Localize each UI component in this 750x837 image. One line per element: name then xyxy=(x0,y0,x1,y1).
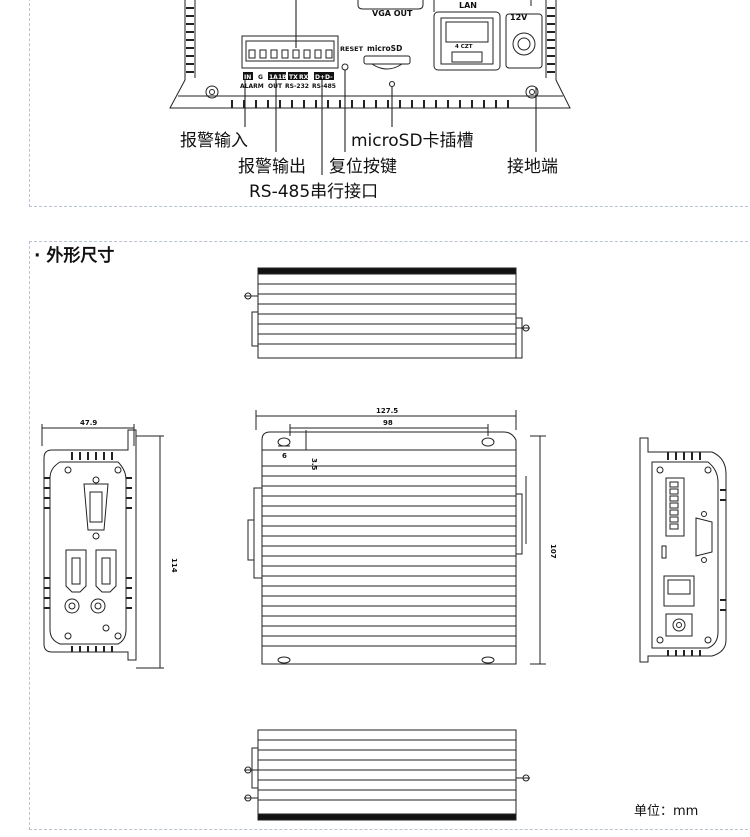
dimensions-panel-box xyxy=(29,241,750,830)
terminal-rx: RX xyxy=(299,74,309,81)
terminal-1a: 1A xyxy=(269,74,278,81)
power-label: 12V xyxy=(510,13,528,22)
dim-top-length: 127.5 xyxy=(376,407,398,415)
side-view-right xyxy=(639,437,727,663)
dim-side-height: 114 xyxy=(170,558,178,573)
bottom-strip-view xyxy=(244,729,530,821)
ports-panel-box xyxy=(29,0,750,207)
group-rs232: RS-232 xyxy=(285,83,309,90)
dim-top-inner: 98 xyxy=(383,419,393,427)
dim-top-depth: 107 xyxy=(549,544,557,559)
dim-hole-offset-y: 3.5 xyxy=(310,458,318,471)
lan-chip-label: 4 CZT xyxy=(455,44,473,50)
terminal-tx: TX xyxy=(289,74,298,81)
terminal-d-minus: D- xyxy=(325,74,333,81)
reset-label: RESET xyxy=(340,45,364,53)
dim-hole-offset-x: 6 xyxy=(282,452,287,460)
group-rs485: RS-485 xyxy=(312,83,336,90)
callout-reset-key: 复位按键 xyxy=(329,157,397,177)
top-strip-view xyxy=(244,267,530,359)
group-out: OUT xyxy=(268,83,283,90)
callout-ground: 接地端 xyxy=(507,157,558,177)
terminal-g: G xyxy=(258,74,263,81)
terminal-in: IN xyxy=(244,74,251,81)
side-view-left xyxy=(41,424,164,669)
rear-panel-view xyxy=(169,0,571,175)
callout-alarm-out: 报警输出 xyxy=(238,157,306,177)
section-title: · 外形尺寸 xyxy=(34,246,115,266)
callout-microsd-slot: microSD卡插槽 xyxy=(351,131,474,151)
microsd-label: microSD xyxy=(367,44,402,53)
callout-rs485: RS-485串行接口 xyxy=(249,182,379,202)
lan-label: LAN xyxy=(459,1,477,10)
group-alarm: ALARM xyxy=(240,83,264,90)
terminal-1b: 1B xyxy=(278,74,287,81)
unit-label: 单位：mm xyxy=(634,804,699,819)
main-top-view xyxy=(247,410,546,665)
terminal-d-plus: D+ xyxy=(315,74,325,81)
callout-alarm-in: 报警输入 xyxy=(180,131,248,151)
vga-out-label: VGA OUT xyxy=(372,9,413,18)
dim-side-width: 47.9 xyxy=(80,419,97,427)
